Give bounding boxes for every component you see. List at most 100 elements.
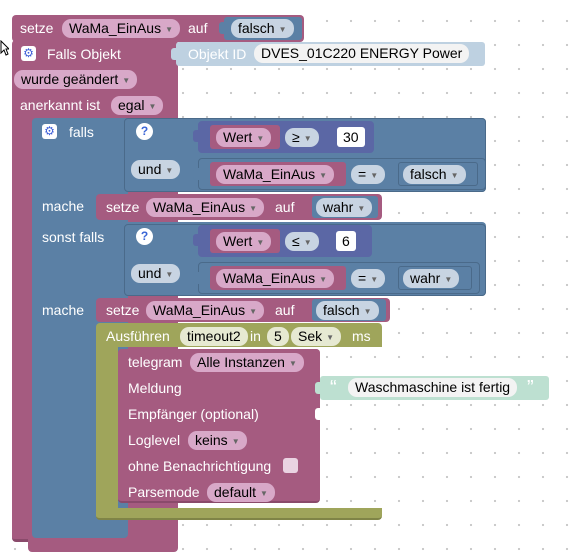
boolean-value: falsch: [238, 20, 275, 36]
object-id-connector: [171, 48, 177, 60]
empfaenger-connector: [315, 408, 321, 420]
timeout-side: [96, 346, 118, 510]
text-field[interactable]: Waschmaschine ist fertig: [348, 378, 518, 397]
and-dropdown-1[interactable]: und▼: [131, 160, 181, 179]
timeout-name-field[interactable]: timeout2: [180, 327, 248, 346]
timeout-bottom: [96, 508, 382, 520]
meldung-label: Meldung: [128, 380, 182, 396]
wert-value: Wert: [223, 129, 253, 145]
wert-dropdown-1[interactable]: Wert▼: [216, 128, 272, 147]
mouse-cursor-icon: [0, 40, 9, 56]
dropdown-arrow-icon: ▼: [165, 270, 174, 279]
compare-connector: [193, 234, 199, 246]
question-mark-icon[interactable]: ?: [136, 123, 153, 140]
object-id-value: DVES_01C220 ENERGY Power: [261, 45, 463, 61]
variable-value: WaMa_EinAus: [69, 20, 162, 36]
bool-dropdown-1[interactable]: falsch▼: [403, 165, 466, 184]
anerkannt-dropdown[interactable]: egal▼: [111, 96, 164, 115]
wert-dropdown-2[interactable]: Wert▼: [216, 232, 272, 251]
timeout-value: 5: [274, 328, 282, 344]
action1-variable-dropdown[interactable]: WaMa_EinAus▼: [146, 198, 264, 217]
variable-get-value: WaMa_EinAus: [223, 270, 316, 286]
bool-value: wahr: [323, 199, 354, 215]
dropdown-arrow-icon: ▼: [122, 76, 131, 85]
timeout-name-value: timeout2: [187, 328, 241, 344]
and-dropdown-2[interactable]: und▼: [131, 264, 181, 283]
mache-label: mache: [42, 198, 85, 214]
equals-connector: [193, 168, 199, 180]
operator-value: ≥: [292, 129, 300, 145]
und-value: und: [138, 161, 162, 177]
dropdown-arrow-icon: ▼: [249, 307, 257, 316]
if-bottom-tab: [32, 522, 128, 538]
ms-label: ms: [352, 328, 371, 344]
action2-variable-dropdown[interactable]: WaMa_EinAus▼: [146, 301, 264, 320]
bool-dropdown-2[interactable]: wahr▼: [403, 269, 460, 288]
telegram-instance-dropdown[interactable]: Alle Instanzen▼: [190, 353, 304, 372]
empfaenger-label: Empfänger (optional): [128, 406, 259, 422]
telegram-label: telegram: [128, 354, 183, 370]
equals-connector: [193, 272, 199, 284]
loglevel-dropdown[interactable]: keins▼: [188, 431, 247, 450]
auf-label: auf: [188, 20, 208, 36]
dropdown-arrow-icon: ▼: [256, 238, 265, 247]
timeout-unit-dropdown[interactable]: Sek▼: [291, 327, 342, 346]
variable-get-dropdown-2[interactable]: WaMa_EinAus▼: [216, 269, 334, 288]
variable-dropdown[interactable]: WaMa_EinAus▼: [62, 19, 180, 38]
variable-value: WaMa_EinAus: [153, 302, 246, 318]
variable-get-value: WaMa_EinAus: [223, 166, 316, 182]
in-label: in: [250, 328, 261, 344]
dropdown-arrow-icon: ▼: [303, 238, 312, 247]
auf-label: auf: [275, 302, 295, 318]
boolean-dropdown[interactable]: falsch▼: [231, 19, 294, 38]
number-field-2[interactable]: 6: [336, 231, 356, 251]
loglevel-value: keins: [195, 432, 228, 448]
dropdown-arrow-icon: ▼: [231, 437, 240, 446]
dropdown-arrow-icon: ▼: [303, 134, 312, 143]
telegram-block[interactable]: [118, 349, 320, 503]
sonst-falls-label: sonst falls: [42, 229, 105, 245]
telegram-instance-value: Alle Instanzen: [197, 354, 285, 370]
object-id-field[interactable]: DVES_01C220 ENERGY Power: [254, 44, 470, 63]
equals-value: =: [358, 270, 367, 286]
timeout-unit-value: Sek: [298, 328, 323, 344]
action2-bool-dropdown[interactable]: falsch▼: [316, 301, 379, 320]
equals-dropdown-1[interactable]: =▼: [351, 165, 386, 184]
operator-dropdown-2[interactable]: ≤▼: [285, 232, 319, 251]
parsemode-value: default: [214, 484, 257, 500]
dropdown-arrow-icon: ▼: [260, 489, 268, 498]
dropdown-arrow-icon: ▼: [319, 275, 327, 284]
action1-bool-dropdown[interactable]: wahr▼: [316, 198, 373, 217]
trigger-mode-dropdown[interactable]: wurde geändert▼: [14, 70, 138, 89]
dropdown-arrow-icon: ▼: [165, 25, 173, 34]
anerkannt-value: egal: [118, 97, 145, 113]
setze-label: setze: [106, 199, 140, 215]
equals-value: =: [358, 166, 367, 182]
timeout-value-field[interactable]: 5: [267, 327, 289, 346]
und-value: und: [138, 265, 162, 281]
ohne-benachrichtigung-checkbox[interactable]: [283, 458, 298, 473]
compare-connector: [193, 130, 199, 142]
operator-dropdown-1[interactable]: ≥▼: [285, 128, 319, 147]
question-mark-icon[interactable]: ?: [136, 228, 153, 245]
wert-value: Wert: [223, 233, 253, 249]
operator-value: ≤: [292, 233, 300, 249]
boolean-connector: [219, 22, 225, 34]
auf-label: auf: [275, 199, 295, 215]
equals-dropdown-2[interactable]: =▼: [351, 269, 386, 288]
quote-close-icon: ”: [527, 377, 534, 399]
dropdown-arrow-icon: ▼: [444, 275, 453, 284]
variable-get-dropdown-1[interactable]: WaMa_EinAus▼: [216, 165, 334, 184]
object-id-label: Objekt ID: [188, 46, 247, 62]
anerkannt-label: anerkannt ist: [20, 97, 101, 113]
number-field-1[interactable]: 30: [337, 127, 365, 147]
setze-label: setze: [106, 302, 140, 318]
variable-value: WaMa_EinAus: [153, 199, 246, 215]
mache-label-2: mache: [42, 302, 85, 318]
dropdown-arrow-icon: ▼: [278, 25, 287, 34]
parsemode-dropdown[interactable]: default▼: [207, 483, 275, 502]
gear-icon[interactable]: ⚙: [42, 124, 57, 139]
gear-icon[interactable]: ⚙: [21, 46, 36, 61]
loglevel-label: Loglevel: [128, 432, 181, 448]
falls-objekt-label: Falls Objekt: [47, 46, 121, 62]
